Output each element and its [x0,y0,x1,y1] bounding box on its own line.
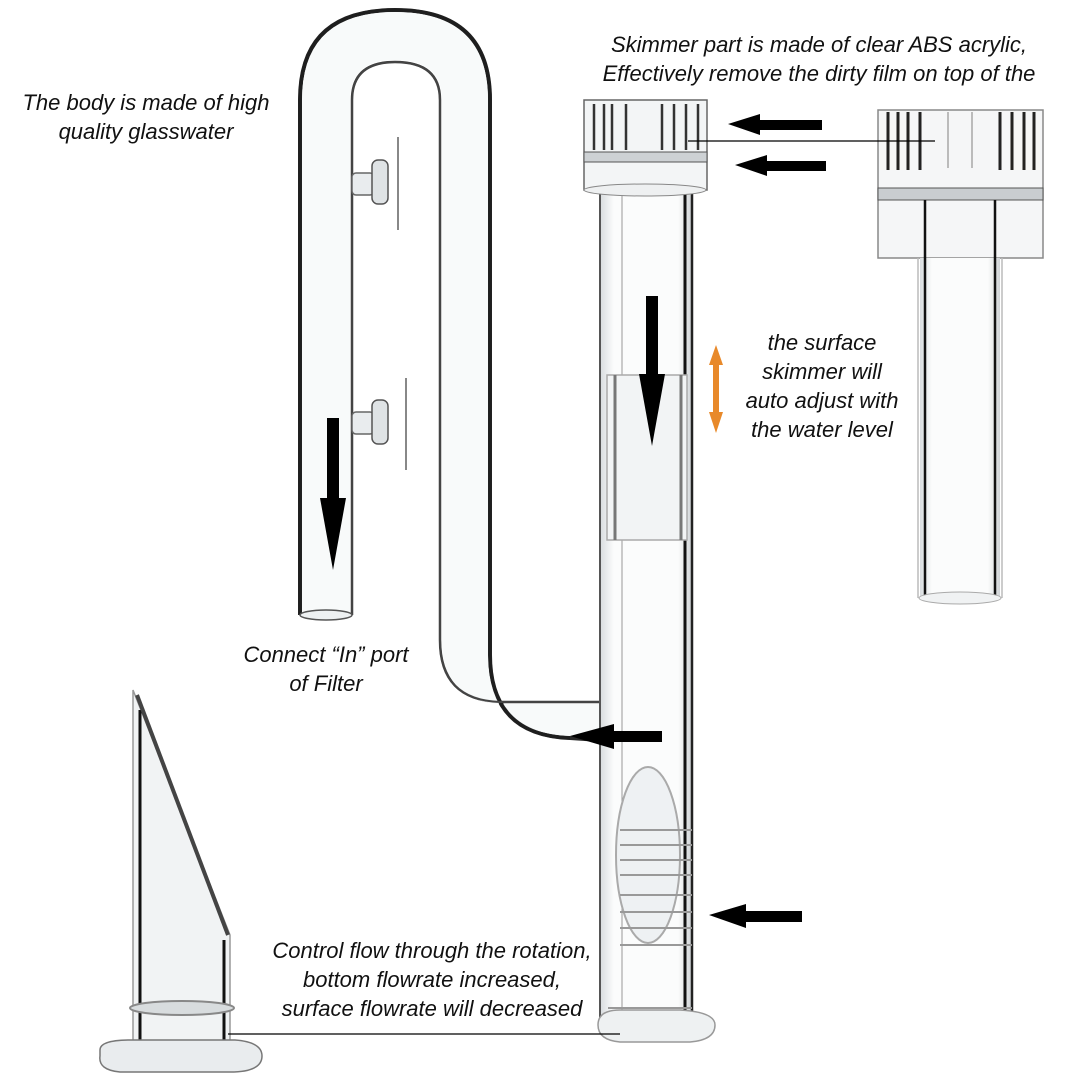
rotating-inlet [597,766,716,1043]
arrow-left-icon [709,904,802,928]
skimmer-head [583,99,708,197]
body-label-line-1: The body is made of high [22,90,270,115]
surface-label-line-4: the water level [751,417,893,442]
arrow-down-icon [639,296,665,446]
connect-filter-label: Connect “In” port of Filter [218,640,434,698]
surface-label-line-3: auto adjust with [745,388,899,413]
connect-label-line-2: of Filter [289,671,363,696]
glass-u-pipe [298,7,605,742]
control-label-line-3: surface flowrate will decreased [281,996,583,1021]
surface-adjust-label: the surface skimmer will auto adjust wit… [722,328,922,444]
body-label-line-2: quality glasswater [58,119,234,144]
control-label-line-1: Control flow through the rotation, [272,938,592,963]
arrow-left-icon [570,724,662,749]
suction-cup-lower [351,378,407,470]
angled-nozzle [99,689,263,1073]
suction-cup-upper [351,137,399,230]
adjust-arrow-icon [709,345,723,433]
arrow-left-icon [728,114,822,135]
skimmer-material-label: Skimmer part is made of clear ABS acryli… [562,30,1076,88]
arrow-left-icon [735,155,826,176]
control-label-line-2: bottom flowrate increased, [302,967,562,992]
skimmer-label-line-1: Skimmer part is made of clear ABS acryli… [610,32,1028,57]
surface-label-line-1: the surface [767,330,877,355]
body-material-label: The body is made of high quality glasswa… [0,88,292,146]
arrow-down-icon [320,418,346,570]
skimmer-label-line-2: Effectively remove the dirty film on top… [602,61,1036,86]
skimmer-detail [877,109,1044,605]
connect-label-line-1: Connect “In” port [243,642,409,667]
flow-control-label: Control flow through the rotation, botto… [232,936,632,1023]
surface-label-line-2: skimmer will [762,359,882,384]
